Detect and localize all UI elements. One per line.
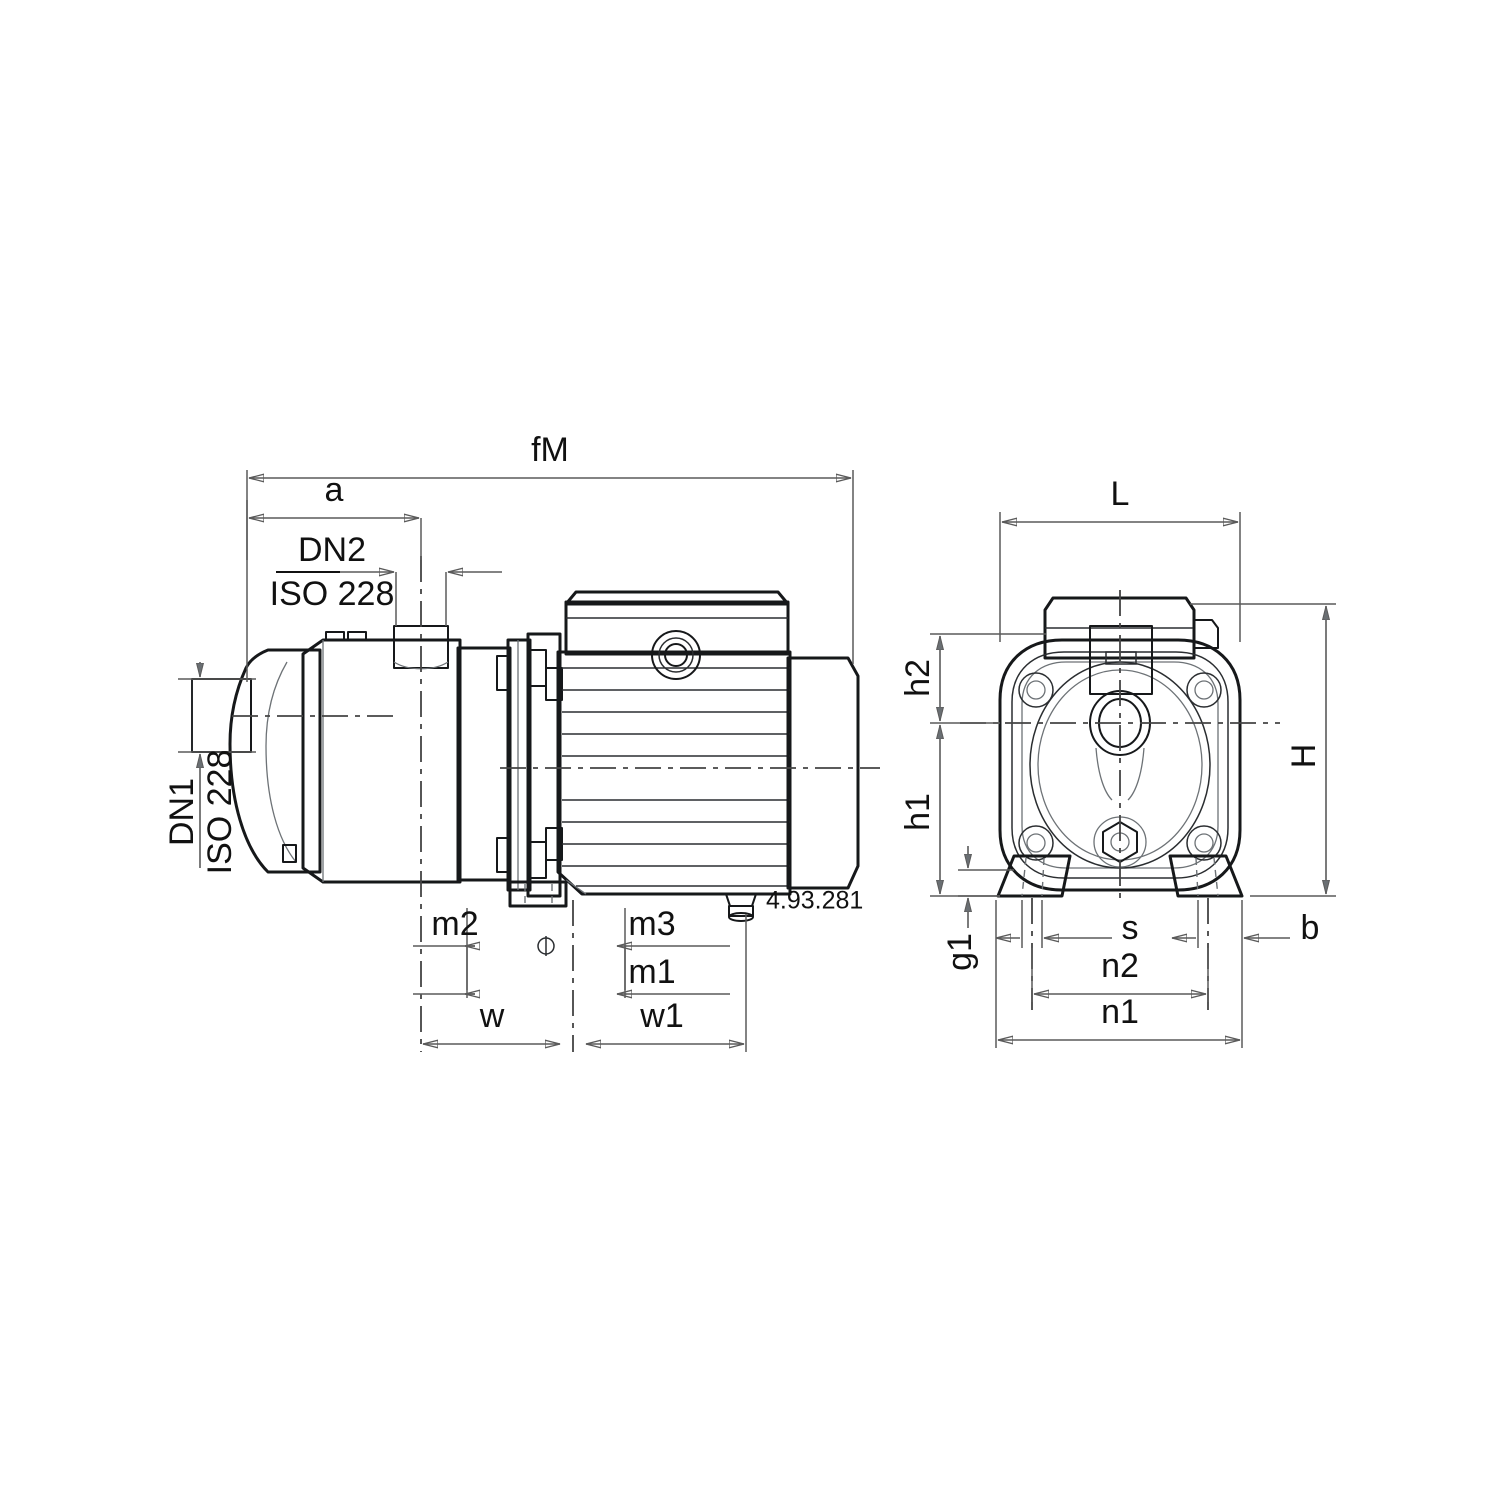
side-base-foot [508,880,568,908]
motor-frame [556,650,792,896]
coupling-flange [496,638,547,892]
dimension-H: H [1190,603,1336,897]
dimension-m2-m3: m2 m3 [413,905,730,990]
cable-gland-icon [651,630,701,680]
dimension-label-w: w [479,997,505,1035]
dimension-label-m2: m2 [431,905,478,943]
dimension-label-h1: h1 [899,793,937,831]
dimension-g1: g1 [941,846,1014,971]
pump-adapter-barrel [456,646,512,882]
dimension-label-L: L [1111,475,1130,513]
dimension-w-w1: w w1 [423,914,747,1052]
dimension-n2: n2 [1031,947,1209,1002]
part-number-label: 4.93.281 [766,887,863,915]
dimension-label-DN2-standard: ISO 228 [270,575,395,613]
dimension-label-n1: n1 [1101,993,1139,1031]
dimension-label-b: b [1301,909,1320,947]
dimension-label-DN2: DN2 [298,531,366,569]
casing-bolt-bosses [1018,672,1222,861]
dimension-L: L [999,475,1241,642]
dimension-label-m3: m3 [628,905,675,943]
dimension-DN2: DN2 ISO 228 [270,531,502,626]
motor-fan-cover [786,656,860,890]
dimension-label-a: a [325,471,344,509]
dimension-b: b [1172,900,1319,948]
side-view-dimensions: fM a DN2 ISO 228 DN1 ISO 228 [163,431,854,1052]
pump-end-cover [228,648,322,874]
dimension-fM: fM [246,431,854,682]
dimension-DN1: DN1 ISO 228 [163,662,256,874]
drain-plug [725,893,757,922]
front-feet [996,854,1244,898]
front-view-dimensions: L H h2 h1 g1 [899,475,1336,1048]
dimension-label-h2: h2 [899,659,937,697]
dimension-label-fM: fM [531,431,569,469]
front-elevation-view [960,590,1280,1010]
dimension-label-H: H [1285,744,1323,769]
terminal-box [564,590,790,680]
dimension-h2: h2 [899,633,1046,724]
pump-stage-barrel [301,631,462,884]
dimension-a: a [246,471,422,560]
dimension-label-w1: w1 [639,997,683,1035]
dimension-h1: h1 [899,725,1000,897]
dimension-label-n2: n2 [1101,947,1139,985]
dimension-n1: n1 [995,900,1243,1048]
dimension-s: s [996,900,1139,948]
dimension-label-DN1-standard: ISO 228 [201,750,239,875]
dimension-label-g1: g1 [941,933,979,971]
dimension-m1: m1 [413,946,730,998]
dimension-label-m1: m1 [628,953,675,991]
dimension-label-DN1: DN1 [163,778,201,846]
dimension-label-s: s [1122,909,1139,947]
side-elevation-view: 4.93.281 [191,556,880,1052]
